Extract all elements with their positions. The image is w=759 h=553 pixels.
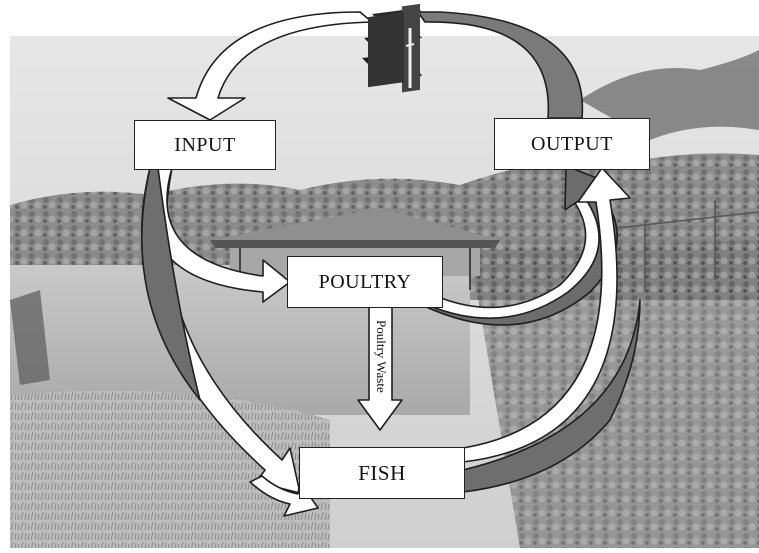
money-banknote-stack-icon	[362, 4, 422, 93]
node-input: INPUT	[134, 120, 276, 170]
node-input-label: INPUT	[174, 134, 235, 157]
node-output: OUTPUT	[494, 118, 650, 170]
node-poultry: POULTRY	[287, 256, 443, 308]
node-fish-label: FISH	[358, 461, 406, 486]
node-poultry-label: POULTRY	[319, 271, 412, 294]
poultry-waste-label: Poultry Waste	[371, 308, 391, 404]
node-fish: FISH	[299, 447, 465, 499]
node-output-label: OUTPUT	[531, 133, 613, 156]
